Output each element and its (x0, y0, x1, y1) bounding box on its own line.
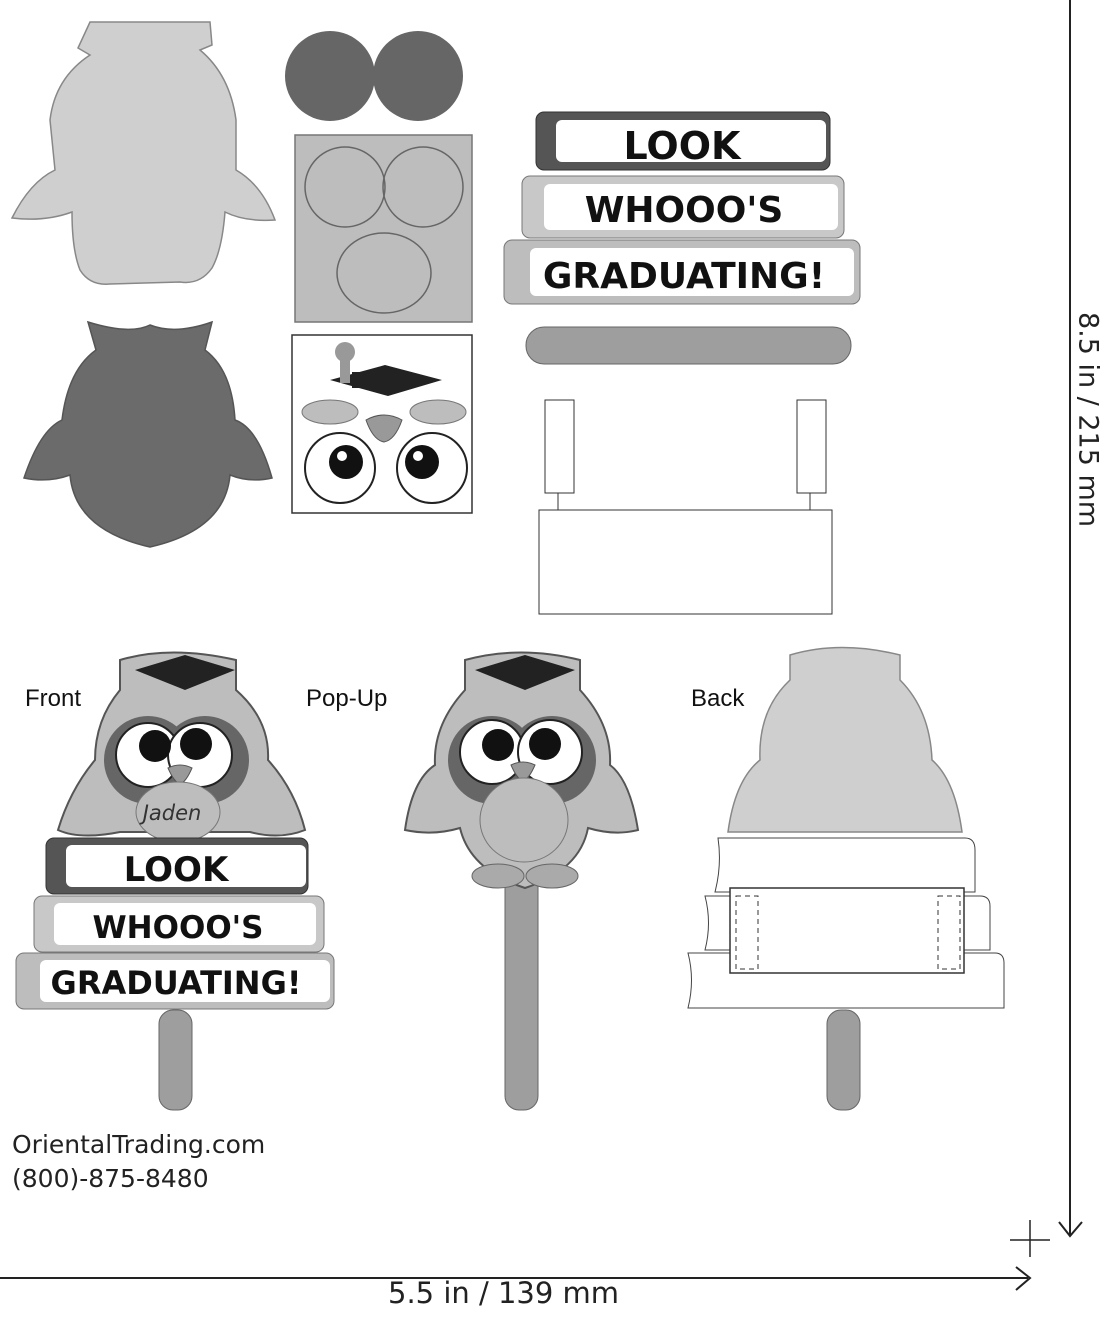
back-stick (827, 1010, 860, 1110)
top-book-title: LOOK (624, 124, 742, 168)
front-top-book-title: LOOK (124, 850, 230, 890)
registration-crosshair (1010, 1220, 1050, 1257)
pocket-template (539, 400, 832, 614)
owl-body-dark-piece (24, 322, 272, 547)
height-dimension-arrow (1059, 0, 1082, 1236)
bottom-book-title: GRADUATING! (543, 256, 825, 297)
website-text: OrientalTrading.com (12, 1130, 265, 1159)
front-book-stack: LOOK WHOOO'S GRADUATING! (16, 838, 334, 1009)
back-book-stack-outline (688, 838, 1004, 1008)
eye-and-belly-sheet (295, 135, 472, 322)
front-stick (159, 1010, 192, 1110)
front-middle-book-title: WHOOO'S (92, 910, 263, 946)
craft-stick-piece (526, 327, 851, 364)
back-view-label: Back (691, 685, 744, 713)
middle-book-title: WHOOO'S (585, 190, 784, 231)
popup-view-label: Pop-Up (306, 685, 387, 713)
width-dimension-label: 5.5 in / 139 mm (388, 1276, 619, 1310)
phone-text: (800)-875-8480 (12, 1164, 209, 1193)
front-assembled-owl: Jaden (58, 653, 305, 843)
front-view-label: Front (25, 685, 81, 713)
popup-assembled-owl (405, 653, 638, 889)
height-dimension-label-container: 8.5 in / 215 mm (1066, 306, 1106, 546)
eye-backing-circles (285, 31, 463, 121)
front-bottom-book-title: GRADUATING! (51, 964, 302, 1002)
nameplate-text: Jaden (139, 801, 202, 825)
book-stack-piece: LOOK WHOOO'S GRADUATING! (504, 112, 860, 304)
sticker-sheet (292, 335, 472, 513)
owl-back-silhouette-piece (12, 22, 275, 284)
popup-stick (505, 870, 538, 1110)
back-assembled-owl (728, 648, 962, 833)
height-dimension-label: 8.5 in / 215 mm (1073, 300, 1104, 540)
